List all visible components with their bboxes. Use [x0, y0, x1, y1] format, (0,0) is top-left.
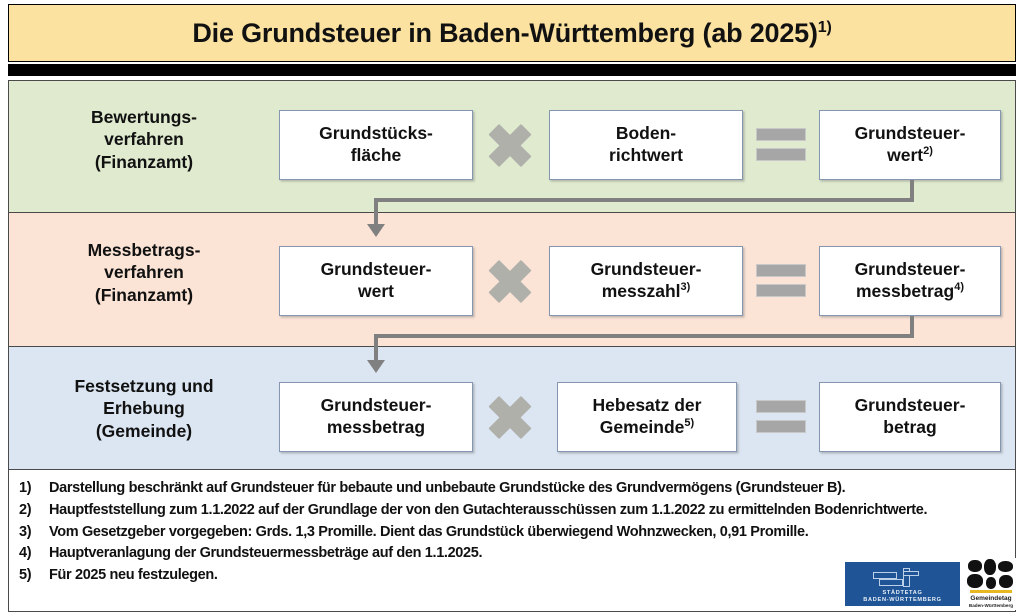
box-footnote-marker: 3) — [680, 281, 691, 294]
footnote-item: 3) Vom Gesetzgeber vorgegeben: Grds. 1,3… — [19, 522, 1005, 544]
footnote-text: Hauptfeststellung zum 1.1.2022 auf der G… — [49, 501, 928, 518]
row-label-line: (Finanzamt) — [94, 151, 194, 172]
box-line: messzahl — [601, 281, 681, 301]
multiply-icon-row3 — [487, 394, 533, 440]
box-grundsteuerwert-result: Grundsteuer- wert2) — [819, 110, 1001, 180]
connector-row1-to-row2 — [367, 180, 914, 238]
gemeindetag-logo-shape-icon — [968, 560, 982, 572]
box-line: wert — [358, 281, 394, 301]
equals-icon-row3 — [756, 400, 806, 434]
staedtetag-logo-line1: STÄDTETAG — [882, 590, 923, 596]
page-title-bar: Die Grundsteuer in Baden-Württemberg (ab… — [8, 4, 1016, 62]
staedtetag-logo-mark-icon — [873, 568, 919, 588]
box-line: Boden- — [615, 123, 677, 144]
box-line: wert — [887, 145, 924, 165]
gemeindetag-logo-line1: Gemeindetag — [970, 595, 1012, 602]
box-grundsteuermesszahl: Grundsteuer- messzahl3) — [549, 246, 743, 316]
footnote-number: 5) — [19, 567, 32, 583]
row-label-line: Erhebung — [103, 398, 185, 419]
box-line: fläche — [350, 145, 402, 165]
footnote-text: Hauptveranlagung der Grundsteuermessbetr… — [49, 545, 483, 562]
row-label-line: verfahren — [104, 129, 184, 150]
box-hebesatz-der-gemeinde: Hebesatz der Gemeinde5) — [557, 382, 737, 452]
footnote-item: 5) Für 2025 neu festzulegen. — [19, 565, 1005, 587]
box-grundsteuerbetrag-result: Grundsteuer- betrag — [819, 382, 1001, 452]
gemeindetag-logo-shape-icon — [998, 561, 1013, 572]
row-label-messbetragsverfahren: Messbetrags- verfahren (Finanzamt) — [15, 239, 273, 306]
gemeindetag-logo-shape-icon — [984, 559, 996, 575]
footnote-number: 2) — [19, 501, 32, 518]
gemeindetag-logo-line2: Baden-Württemberg — [968, 603, 1014, 608]
staedtetag-logo-line2: BADEN-WÜRTTEMBERG — [863, 597, 942, 603]
row-label-line: verfahren — [104, 262, 184, 283]
gemeindetag-logo-shape-icon — [986, 577, 996, 589]
gemeindetag-logo: Gemeindetag Baden-Württemberg — [966, 558, 1016, 610]
box-line: Hebesatz der — [592, 395, 702, 416]
multiply-icon-row2 — [487, 258, 533, 304]
footnote-item: 2) Hauptfeststellung zum 1.1.2022 auf de… — [19, 500, 1005, 522]
box-bodenrichtwert: Boden- richtwert — [549, 110, 743, 180]
box-footnote-marker: 5) — [684, 417, 695, 430]
box-grundsteuermessbetrag-result: Grundsteuer- messbetrag4) — [819, 246, 1001, 316]
page-title: Die Grundsteuer in Baden-Württemberg (ab… — [192, 18, 831, 49]
gemeindetag-logo-shape-icon — [999, 575, 1013, 588]
footnote-item: 1) Darstellung beschränkt auf Grundsteue… — [19, 478, 1005, 500]
process-diagram: Bewertungs- verfahren (Finanzamt) Grunds… — [8, 80, 1016, 470]
box-grundsteuerwert-input: Grundsteuer- wert — [279, 246, 473, 316]
row-label-festsetzung-erhebung: Festsetzung und Erhebung (Gemeinde) — [15, 375, 273, 442]
equals-icon-row2 — [756, 264, 806, 298]
box-line: Grundsteuer- — [590, 259, 702, 280]
footnote-number: 1) — [19, 480, 32, 496]
row-label-line: (Finanzamt) — [94, 284, 194, 305]
row-label-line: Bewertungs- — [91, 107, 197, 127]
box-line: Grundsteuer- — [854, 395, 966, 416]
box-grundsteuermessbetrag-input: Grundsteuer- messbetrag — [279, 382, 473, 452]
box-line: Grundsteuer- — [854, 123, 966, 144]
page-title-footnote-marker: 1) — [817, 18, 832, 36]
box-line: betrag — [883, 417, 937, 437]
box-line: Grundsteuer- — [320, 259, 432, 280]
staedtetag-logo: STÄDTETAG BADEN-WÜRTTEMBERG — [845, 562, 960, 606]
box-line: Grundsteuer- — [320, 395, 432, 416]
title-separator-rule — [8, 64, 1016, 76]
box-footnote-marker: 2) — [923, 145, 933, 158]
footnote-number: 3) — [19, 523, 32, 540]
footnote-text: Vom Gesetzgeber vorgegeben: Grds. 1,3 Pr… — [49, 523, 809, 540]
box-footnote-marker: 4) — [954, 281, 964, 294]
row-label-bewertungsverfahren: Bewertungs- verfahren (Finanzamt) — [15, 106, 273, 173]
footnote-text: Für 2025 neu festzulegen. — [49, 567, 218, 583]
box-line: messbetrag — [326, 417, 426, 437]
row-label-line: Messbetrags- — [87, 240, 201, 260]
page-title-text: Die Grundsteuer in Baden-Württemberg (ab… — [192, 17, 818, 48]
multiply-icon-row1 — [487, 122, 533, 168]
box-line: Grundstücks- — [319, 123, 433, 144]
footnote-item: 4) Hauptveranlagung der Grundsteuermessb… — [19, 543, 1005, 565]
box-line: Grundsteuer- — [854, 259, 966, 280]
row-label-line: Festsetzung und — [74, 376, 214, 396]
box-grundstuecksflaeche: Grundstücks- fläche — [279, 110, 473, 180]
gemeindetag-logo-shape-icon — [967, 574, 983, 588]
box-line: richtwert — [609, 145, 683, 165]
gemeindetag-logo-stripe — [970, 590, 1012, 593]
footnote-text: Darstellung beschränkt auf Grundsteuer f… — [49, 480, 846, 496]
box-line: messbetrag — [855, 281, 955, 301]
equals-icon-row1 — [756, 128, 806, 162]
row-label-line: (Gemeinde) — [95, 420, 193, 441]
connector-row2-to-row3 — [367, 316, 914, 374]
footnote-number: 4) — [19, 545, 32, 562]
box-line: Gemeinde — [599, 417, 685, 437]
